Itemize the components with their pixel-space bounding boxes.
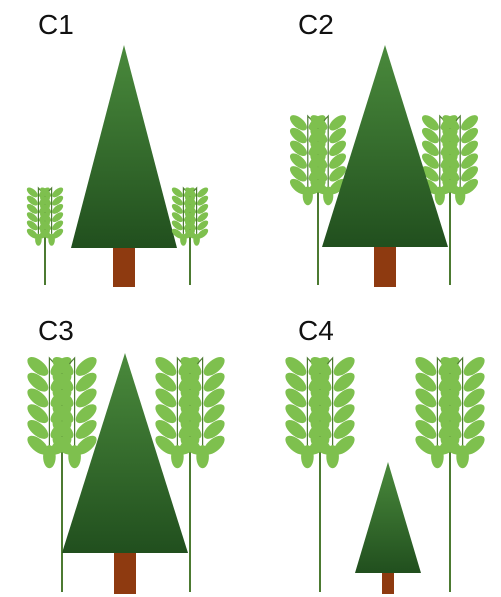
- leaflet: [303, 187, 313, 206]
- leaflet: [456, 445, 469, 468]
- tree-crown: [355, 462, 421, 573]
- leaflet: [48, 234, 55, 246]
- c1-conifer: [71, 45, 177, 287]
- diagram-artwork: [24, 45, 488, 594]
- tree-trunk: [113, 247, 135, 287]
- leaflet: [301, 445, 314, 468]
- leaflet: [68, 445, 81, 468]
- c4-plant-left: [282, 353, 358, 592]
- panel-label-c1: C1: [38, 9, 74, 40]
- c1-plant-left: [25, 186, 65, 285]
- leaflet: [196, 445, 209, 468]
- leaflet: [35, 234, 42, 246]
- panel-label-c3: C3: [38, 315, 74, 346]
- leaflet: [455, 187, 465, 206]
- c3-plant-right: [152, 353, 228, 592]
- leaflet: [431, 445, 444, 468]
- leaflet: [171, 445, 184, 468]
- leaflet: [193, 234, 200, 246]
- c4-conifer: [355, 462, 421, 594]
- tree-crown: [71, 45, 177, 248]
- leaflet: [43, 445, 56, 468]
- tree-trunk: [114, 552, 136, 594]
- leaflet: [326, 445, 339, 468]
- c4-plant-right: [412, 353, 488, 592]
- tree-trunk: [374, 246, 396, 287]
- leaflet: [435, 187, 445, 206]
- leaflet: [323, 187, 333, 206]
- tree-trunk: [382, 572, 394, 594]
- panel-label-c2: C2: [298, 9, 334, 40]
- leaflet: [180, 234, 187, 246]
- c1-plant-right: [170, 186, 210, 285]
- panel-label-c4: C4: [298, 315, 334, 346]
